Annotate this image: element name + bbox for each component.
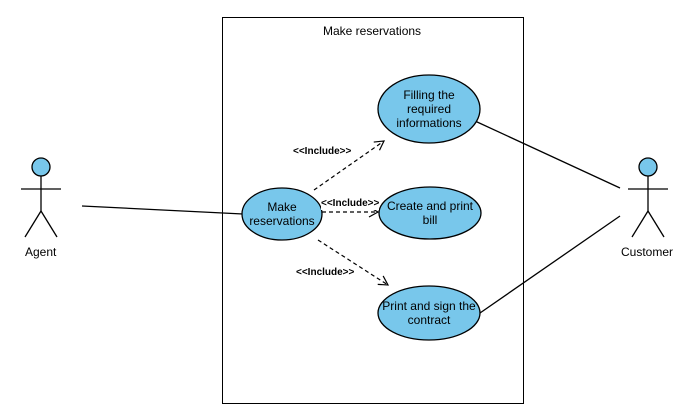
include-stereotype-printsign: <<Include>> [296,267,355,278]
system-title: Make reservations [323,24,422,38]
association-printsign-customer [479,215,621,314]
use-case-print-sign-contract[interactable] [377,285,481,341]
actor-customer-label: Customer [621,245,674,259]
actor-agent-label: Agent [25,245,57,259]
system-boundary [222,17,524,404]
use-case-make-reservations[interactable] [241,187,323,241]
association-filling-customer [474,120,621,189]
use-case-create-print-bill-label: Create and print bill [386,199,474,227]
use-case-filling-information[interactable] [377,74,481,144]
use-case-filling-information-label: Filling the required informations [396,88,462,130]
association-agent-make [81,205,244,215]
use-case-create-print-bill[interactable] [378,186,482,240]
use-case-make-reservations-label: Make reservations [249,200,315,228]
include-arrow-filling [313,140,386,191]
include-stereotype-create: <<Include>> [321,198,380,210]
actor-agent-icon[interactable] [21,157,61,238]
actor-customer-icon[interactable] [628,157,668,238]
use-case-print-sign-contract-label: Print and sign the contract [382,299,476,327]
include-stereotype-filling: <<Include>> [293,146,352,157]
